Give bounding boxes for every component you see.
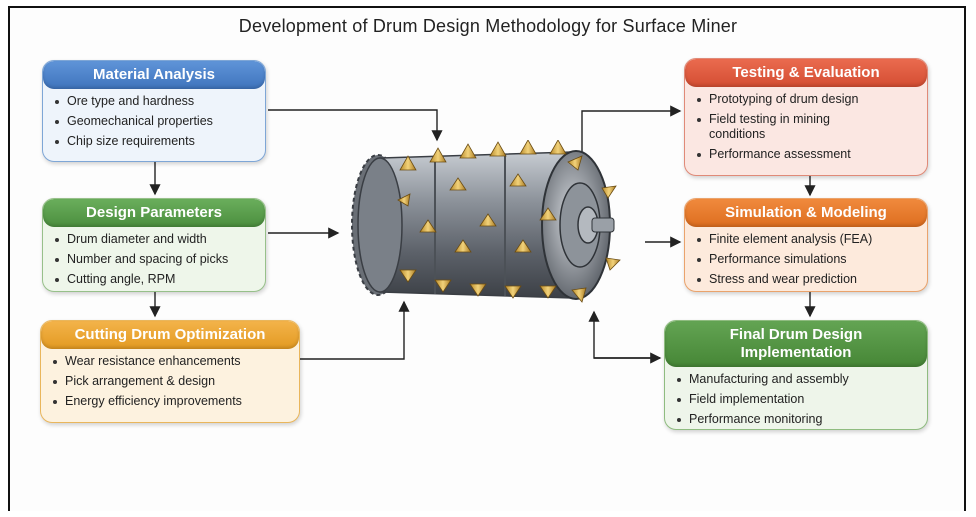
list-item: Manufacturing and assembly	[677, 372, 917, 387]
final-drum-design-title: Final Drum Design Implementation	[665, 321, 927, 367]
design-parameters-title: Design Parameters	[43, 199, 265, 227]
list-item: Performance assessment	[697, 147, 917, 162]
diagram-title: Development of Drum Design Methodology f…	[238, 16, 738, 36]
final-title-line1: Final Drum Design	[729, 326, 863, 343]
cutting-drum-optimization-box: Cutting Drum Optimization Wear resistanc…	[40, 320, 300, 423]
cutting-drum-optimization-title: Cutting Drum Optimization	[41, 321, 299, 349]
arrow-drum-to-testing	[581, 105, 682, 155]
arrow-final-to-drum	[588, 310, 660, 359]
design-parameters-box: Design Parameters Drum diameter and widt…	[42, 198, 266, 292]
arrow-optimization-to-drum	[300, 300, 410, 360]
list-item: Field implementation	[677, 392, 917, 407]
list-item: Cutting angle, RPM	[55, 272, 255, 287]
list-item: Stress and wear prediction	[697, 272, 917, 287]
material-analysis-title: Material Analysis	[43, 61, 265, 89]
list-item: Ore type and hardness	[55, 94, 255, 109]
list-item: Prototyping of drum design	[697, 92, 917, 107]
testing-evaluation-box: Testing & Evaluation Prototyping of drum…	[684, 58, 928, 176]
list-item: Performance simulations	[697, 252, 917, 267]
final-title-line2: Implementation	[740, 344, 852, 361]
final-drum-design-box: Final Drum Design Implementation Manufac…	[664, 320, 928, 430]
cutting-drum-icon	[351, 140, 621, 303]
list-item: Finite element analysis (FEA)	[697, 232, 917, 247]
list-item: Geomechanical properties	[55, 114, 255, 129]
list-item: Chip size requirements	[55, 134, 255, 149]
list-item: Number and spacing of picks	[55, 252, 255, 267]
list-item: Field testing in mining conditions	[697, 112, 879, 142]
testing-evaluation-title: Testing & Evaluation	[685, 59, 927, 87]
simulation-modeling-box: Simulation & Modeling Finite element ana…	[684, 198, 928, 292]
list-item: Performance monitoring	[677, 412, 917, 427]
list-item: Pick arrangement & design	[53, 374, 289, 389]
list-item: Energy efficiency improvements	[53, 394, 289, 409]
material-analysis-box: Material Analysis Ore type and hardness …	[42, 60, 266, 162]
list-item: Wear resistance enhancements	[53, 354, 289, 369]
simulation-modeling-title: Simulation & Modeling	[685, 199, 927, 227]
arrow-material-to-drum	[268, 109, 443, 142]
list-item: Drum diameter and width	[55, 232, 255, 247]
